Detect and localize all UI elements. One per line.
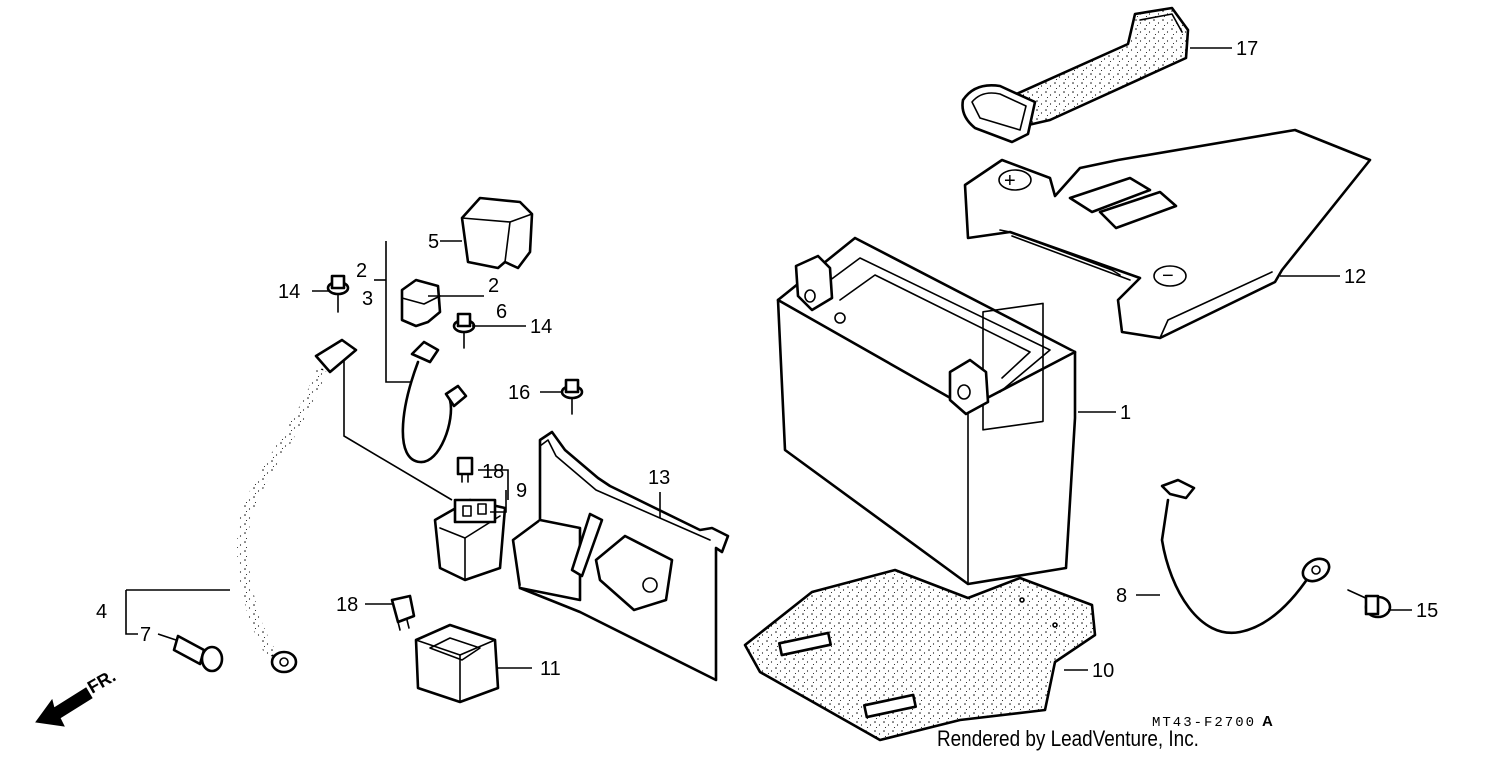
callout-6: 6	[496, 301, 507, 323]
bolt-15	[1347, 589, 1392, 619]
svg-text:−: −	[1162, 265, 1174, 287]
callout-5: 5	[428, 231, 439, 253]
positive-cable	[401, 340, 468, 464]
battery-cover: + −	[963, 128, 1372, 340]
callout-10: 10	[1092, 660, 1114, 682]
callout-13: 13	[648, 467, 670, 489]
callout-2-left: 2	[356, 260, 367, 282]
battery-mat	[743, 568, 1097, 742]
terminal-cover-large	[460, 196, 534, 270]
fuse-lower	[390, 594, 416, 631]
callout-12: 12	[1344, 266, 1366, 288]
callout-9: 9	[516, 480, 527, 502]
diagram-code: MT43-F2700	[1152, 715, 1256, 731]
fuse-upper	[456, 456, 474, 483]
render-credit: Rendered by LeadVenture, Inc.	[937, 726, 1199, 751]
leader-lines	[125, 47, 1412, 671]
bolt-16	[560, 378, 584, 415]
ground-cable	[1160, 478, 1331, 635]
negative-cable	[237, 338, 358, 674]
battery	[776, 236, 1077, 586]
callout-7: 7	[140, 624, 151, 646]
callout-14-left: 14	[278, 281, 300, 303]
terminal-cover-small	[400, 278, 442, 328]
callout-3: 3	[362, 288, 373, 310]
front-arrow: FR.	[35, 666, 119, 727]
battery-strap	[961, 6, 1190, 144]
bolt-7	[172, 634, 224, 673]
callout-18-upper: 18	[482, 461, 504, 483]
callout-11: 11	[540, 658, 561, 680]
callout-4: 4	[96, 601, 107, 623]
bolt-14-right	[452, 312, 476, 349]
callout-16: 16	[508, 382, 530, 404]
starter-relay	[433, 498, 507, 582]
svg-text:+: +	[1004, 170, 1016, 192]
callout-15: 15	[1416, 600, 1438, 622]
fuse-box	[414, 623, 500, 704]
callout-1: 1	[1120, 402, 1131, 424]
callout-17: 17	[1236, 38, 1258, 60]
diagram-code-suffix: A	[1262, 713, 1273, 730]
battery-holder	[511, 430, 730, 682]
callout-2-right: 2	[488, 275, 499, 297]
callout-18-lower: 18	[336, 594, 358, 616]
callout-8: 8	[1116, 585, 1127, 607]
callout-14-right: 14	[530, 316, 552, 338]
bolt-14-left	[326, 274, 350, 313]
